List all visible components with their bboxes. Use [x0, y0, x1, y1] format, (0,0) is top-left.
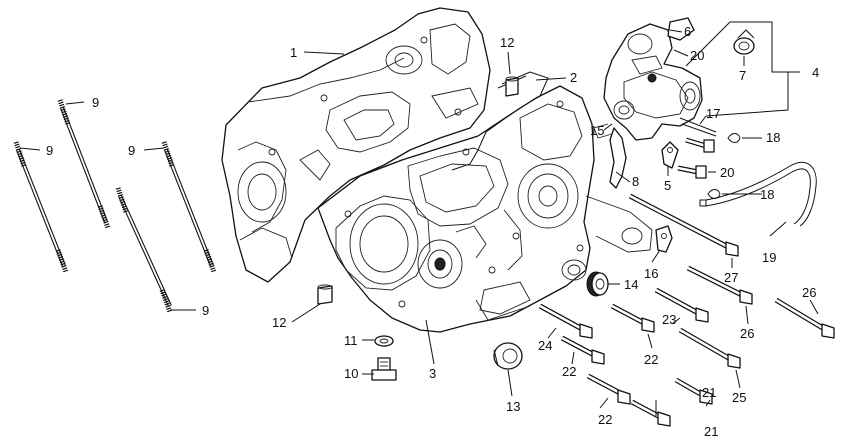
callout-9-lower: 9 — [202, 303, 209, 318]
callout-16: 16 — [644, 266, 658, 281]
hose-clip-lower — [707, 189, 721, 199]
callout-7: 7 — [739, 68, 746, 83]
callout-21-right: 21 — [702, 385, 716, 400]
callout-10: 10 — [344, 366, 358, 381]
callout-3: 3 — [429, 366, 436, 381]
bolt-26-right — [774, 297, 835, 339]
callout-9-upper: 9 — [92, 95, 99, 110]
callout-14: 14 — [624, 277, 638, 292]
drain-bolt — [371, 357, 397, 381]
callout-labels: 1 2 3 4 5 6 7 8 9 9 9 9 10 11 12 12 13 1… — [46, 24, 819, 439]
hose-clamp — [733, 29, 755, 55]
callout-17: 17 — [706, 106, 720, 121]
callout-11: 11 — [344, 333, 358, 348]
callout-2: 2 — [570, 70, 577, 85]
callout-9-right: 9 — [128, 143, 135, 158]
bolt-23 — [654, 287, 709, 323]
bolt-26-mid — [686, 265, 753, 305]
oil-pump-assembly — [593, 17, 717, 189]
bolt-27 — [628, 193, 739, 257]
bolt-22-upper — [610, 303, 655, 333]
callout-5: 5 — [664, 178, 671, 193]
dowel-pin-upper — [505, 76, 519, 97]
callout-25: 25 — [732, 390, 746, 405]
callout-26-right: 26 — [802, 285, 816, 300]
callout-4: 4 — [812, 65, 819, 80]
callout-15: 15 — [590, 123, 604, 138]
callout-18-lower: 18 — [760, 187, 774, 202]
callout-22-right: 22 — [644, 352, 658, 367]
bolt-22-lower — [586, 373, 631, 405]
callout-19: 19 — [762, 250, 776, 265]
crankshaft-oil-seal — [493, 342, 523, 370]
callout-22-middle: 22 — [562, 364, 576, 379]
cable-clip — [655, 225, 673, 253]
callout-20-lower: 20 — [720, 165, 734, 180]
cylinder-stud-1 — [57, 99, 111, 229]
hose-clip-upper — [727, 133, 741, 143]
cylinder-stud-4 — [115, 187, 173, 313]
bolt-24 — [538, 303, 593, 339]
bolt-21-left — [630, 399, 671, 427]
bolt-20 — [677, 165, 707, 179]
callout-21-lower: 21 — [704, 424, 718, 439]
callout-6: 6 — [684, 24, 691, 39]
callout-27: 27 — [724, 270, 738, 285]
callout-26-mid: 26 — [740, 326, 754, 341]
callout-13: 13 — [506, 399, 520, 414]
callout-9-left: 9 — [46, 143, 53, 158]
callout-18-upper: 18 — [766, 130, 780, 145]
leader-lines — [19, 21, 819, 416]
cylinder-stud-3 — [161, 141, 217, 273]
bolt-20-pump — [685, 137, 715, 153]
callout-8: 8 — [632, 174, 639, 189]
pump-bracket — [661, 141, 679, 169]
callout-23: 23 — [662, 312, 676, 327]
bolt-21-right — [674, 377, 713, 405]
sealing-washer — [374, 335, 394, 347]
left-crankcase-half — [317, 85, 653, 333]
bolt-22-middle — [560, 335, 605, 365]
shaft-oil-seal — [586, 271, 609, 297]
dowel-pin-lower — [317, 284, 333, 305]
cylinder-stud-2 — [13, 141, 69, 273]
callout-22-lower: 22 — [598, 412, 612, 427]
bolt-25 — [678, 327, 741, 369]
callout-12-lower: 12 — [272, 315, 286, 330]
callout-24: 24 — [538, 338, 552, 353]
callout-20-upper: 20 — [690, 48, 704, 63]
callout-1: 1 — [290, 45, 297, 60]
callout-12-upper: 12 — [500, 35, 514, 50]
right-crankcase-half — [221, 7, 491, 283]
